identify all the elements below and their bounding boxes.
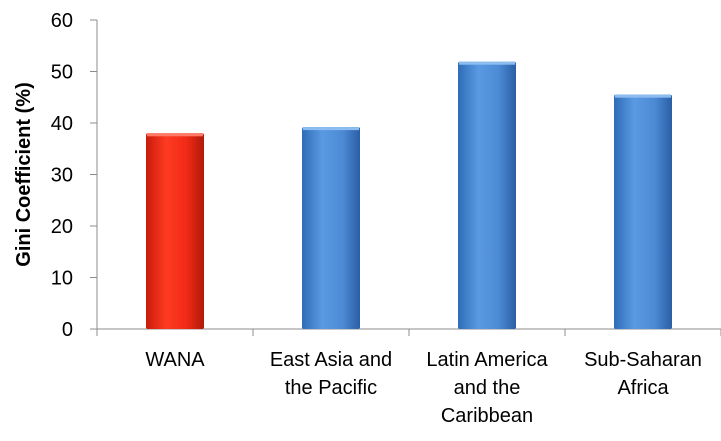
bar-top-highlight bbox=[303, 127, 359, 131]
bar-top-highlight bbox=[147, 133, 203, 137]
y-tick-label: 20 bbox=[51, 216, 73, 238]
y-axis-title-group: Gini Coefficient (%) bbox=[13, 82, 35, 266]
bars bbox=[146, 61, 672, 330]
x-tick-label: WANA bbox=[145, 349, 205, 371]
y-axis-title: Gini Coefficient (%) bbox=[13, 82, 35, 266]
y-tick-label: 50 bbox=[51, 62, 73, 84]
bar-top-highlight bbox=[459, 61, 515, 65]
bar-1 bbox=[302, 127, 360, 330]
y-tick-label: 30 bbox=[51, 165, 73, 187]
bar-2 bbox=[458, 61, 516, 330]
bar-3 bbox=[614, 94, 672, 329]
y-tick-label: 60 bbox=[51, 10, 73, 32]
bar-top-highlight bbox=[615, 94, 671, 98]
y-tick-label: 0 bbox=[62, 319, 73, 341]
bar-0 bbox=[146, 133, 204, 329]
y-tick-label: 10 bbox=[51, 268, 73, 290]
y-tick-label: 40 bbox=[51, 113, 73, 135]
